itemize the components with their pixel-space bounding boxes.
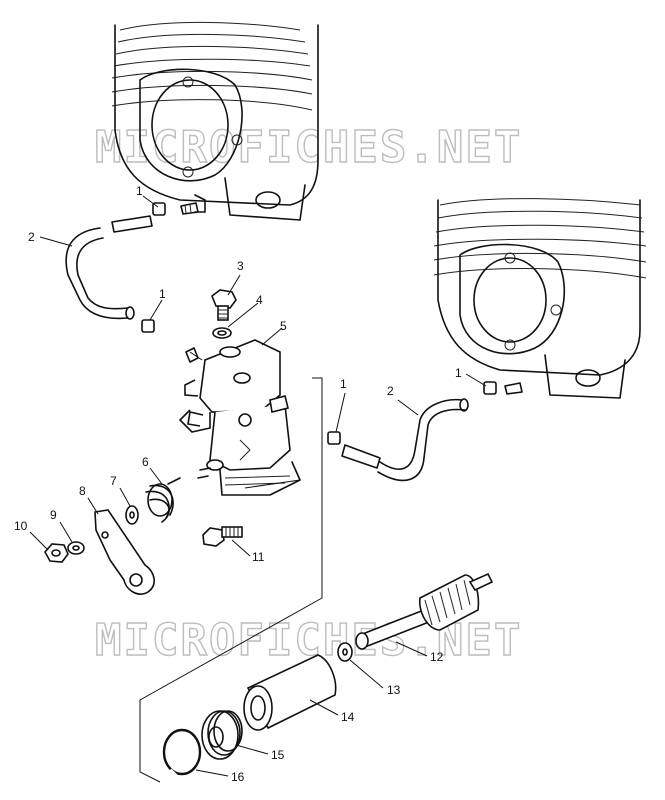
spring-washer — [125, 505, 139, 525]
callout-part-4: 4 — [256, 293, 263, 307]
callout-part-15: 15 — [271, 748, 285, 762]
banjo-bolt — [211, 289, 237, 321]
hex-nut — [44, 543, 69, 563]
callout-part-1: 1 — [159, 287, 166, 301]
drive-gear-shaft — [355, 572, 494, 650]
hose-clamp-pump — [141, 319, 199, 363]
callout-part-7: 7 — [110, 474, 117, 488]
watermark-bottom: MICROFICHES.NET — [95, 615, 522, 666]
callout-part-10: 10 — [14, 519, 28, 533]
callout-labels: 1 2 1 3 4 5 1 2 1 6 7 8 9 10 11 12 13 14… — [14, 184, 462, 784]
callout-part-2: 2 — [28, 230, 35, 244]
hose-clamp-cylinder — [483, 381, 523, 395]
hose-clamp-right — [327, 431, 341, 445]
callout-part-12: 12 — [430, 650, 444, 664]
callout-part-9: 9 — [50, 508, 57, 522]
assembly-guide-lines — [139, 351, 323, 783]
thrust-washer — [337, 642, 353, 662]
callout-part-2: 2 — [387, 384, 394, 398]
oil-hose-left — [65, 215, 153, 320]
callout-part-14: 14 — [341, 710, 355, 724]
callout-part-8: 8 — [79, 484, 86, 498]
callout-part-11: 11 — [252, 550, 265, 564]
mounting-bolt — [202, 526, 243, 547]
leader-lines — [29, 195, 487, 777]
callout-part-13: 13 — [387, 683, 401, 697]
return-spring — [145, 477, 181, 523]
callout-part-5: 5 — [280, 319, 287, 333]
oil-hose-right — [341, 398, 469, 482]
engine-cylinder-right — [433, 198, 647, 399]
oil-pump-body — [178, 339, 301, 496]
callout-part-1: 1 — [340, 377, 347, 391]
callout-part-3: 3 — [237, 259, 244, 273]
lock-washer — [67, 541, 85, 555]
callout-part-1: 1 — [455, 366, 462, 380]
sealing-washer — [212, 327, 232, 339]
callout-part-6: 6 — [142, 455, 149, 469]
oil-seal — [201, 710, 243, 760]
snap-ring — [162, 728, 202, 778]
engine-cylinder-left — [111, 21, 319, 221]
hose-clamp-top — [152, 202, 199, 216]
shaft-bushing — [243, 654, 337, 731]
callout-part-1: 1 — [136, 184, 143, 198]
callout-part-16: 16 — [231, 770, 245, 784]
control-lever — [94, 509, 155, 595]
watermark-top: MICROFICHES.NET — [95, 122, 522, 173]
